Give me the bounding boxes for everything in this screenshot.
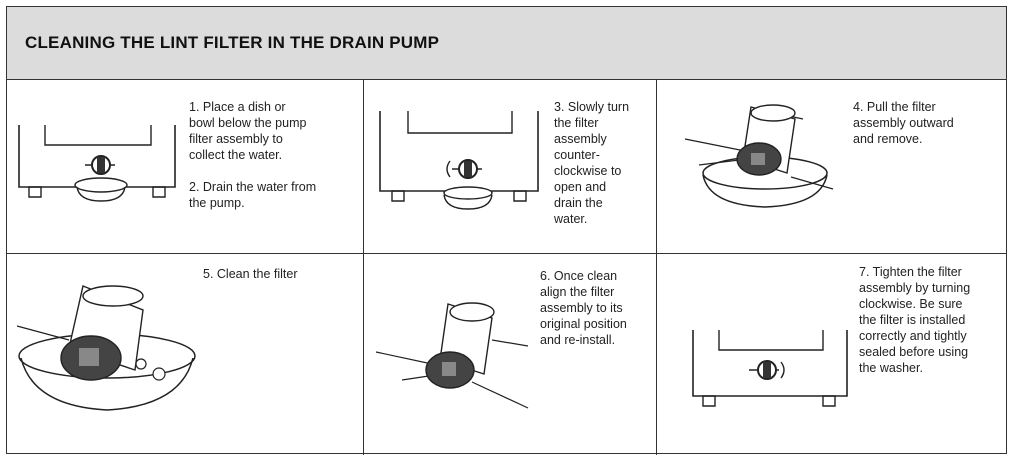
step-cell-2: 3. Slowly turn the filter assembly count… (364, 79, 657, 254)
page-title: CLEANING THE LINT FILTER IN THE DRAIN PU… (25, 33, 440, 52)
step-text-1: 1. Place a dish or bowl below the pump f… (189, 100, 317, 210)
step-text-2: 3. Slowly turn the filter assembly count… (554, 100, 630, 226)
step-text-3: 4. Pull the filter assembly outward and … (853, 100, 954, 146)
washer-pump-turn-cw-icon (687, 324, 857, 434)
step-cell-6: 7. Tighten the filter assembly by turnin… (657, 254, 1006, 455)
step-text-4: 5. Clean the filter (203, 267, 298, 281)
instruction-sheet: CLEANING THE LINT FILTER IN THE DRAIN PU… (6, 6, 1007, 455)
filter-removed-over-dish-icon (665, 93, 835, 243)
step-text-6: 7. Tighten the filter assembly by turnin… (859, 265, 971, 375)
step-cell-5: 6. Once clean align the filter assembly … (364, 254, 657, 455)
filter-reinstall-icon (372, 290, 532, 430)
step-cell-4: 5. Clean the filter (7, 254, 364, 455)
filter-in-basin-icon (13, 274, 198, 434)
step-text-5: 6. Once clean align the filter assembly … (540, 269, 627, 347)
steps-grid: 1. Place a dish or bowl below the pump f… (7, 79, 1006, 455)
step-cell-3: 4. Pull the filter assembly outward and … (657, 79, 1006, 254)
washer-pump-dish-icon (15, 119, 185, 249)
header-bar: CLEANING THE LINT FILTER IN THE DRAIN PU… (7, 7, 1006, 80)
step-cell-1: 1. Place a dish or bowl below the pump f… (7, 79, 364, 254)
washer-pump-turn-ccw-icon (374, 105, 549, 245)
